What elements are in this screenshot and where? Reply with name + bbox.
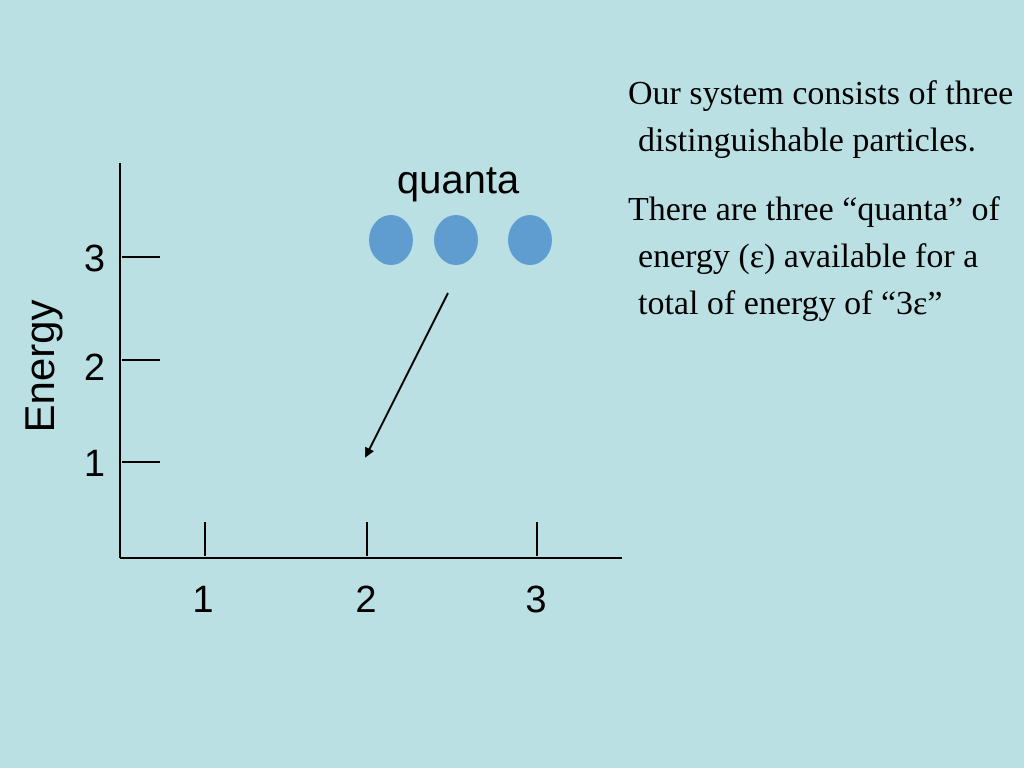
quantum-dot-2 — [434, 215, 478, 265]
y-axis-label: Energy — [16, 299, 63, 432]
quanta-label: quanta — [397, 158, 520, 202]
description-panel: Our system consists of three distinguish… — [628, 70, 1018, 327]
y-tick-label-2: 2 — [84, 347, 105, 389]
y-tick-label-3: 3 — [84, 238, 105, 280]
quantum-dot-1 — [369, 215, 413, 265]
quanta-dots — [369, 215, 552, 265]
y-tick-label-1: 1 — [84, 443, 105, 485]
description-paragraph-2: There are three “quanta” of energy (ε) a… — [628, 191, 1000, 322]
pointer-arrow — [365, 292, 449, 458]
x-tick-label-1: 1 — [192, 579, 213, 621]
x-tick-label-2: 2 — [355, 579, 376, 621]
quantum-dot-3 — [508, 215, 552, 265]
description-paragraph-1: Our system consists of three distinguish… — [628, 75, 1014, 159]
energy-diagram: 1 2 3 1 2 3 Energy quanta — [16, 158, 622, 621]
x-tick-label-3: 3 — [525, 579, 546, 621]
